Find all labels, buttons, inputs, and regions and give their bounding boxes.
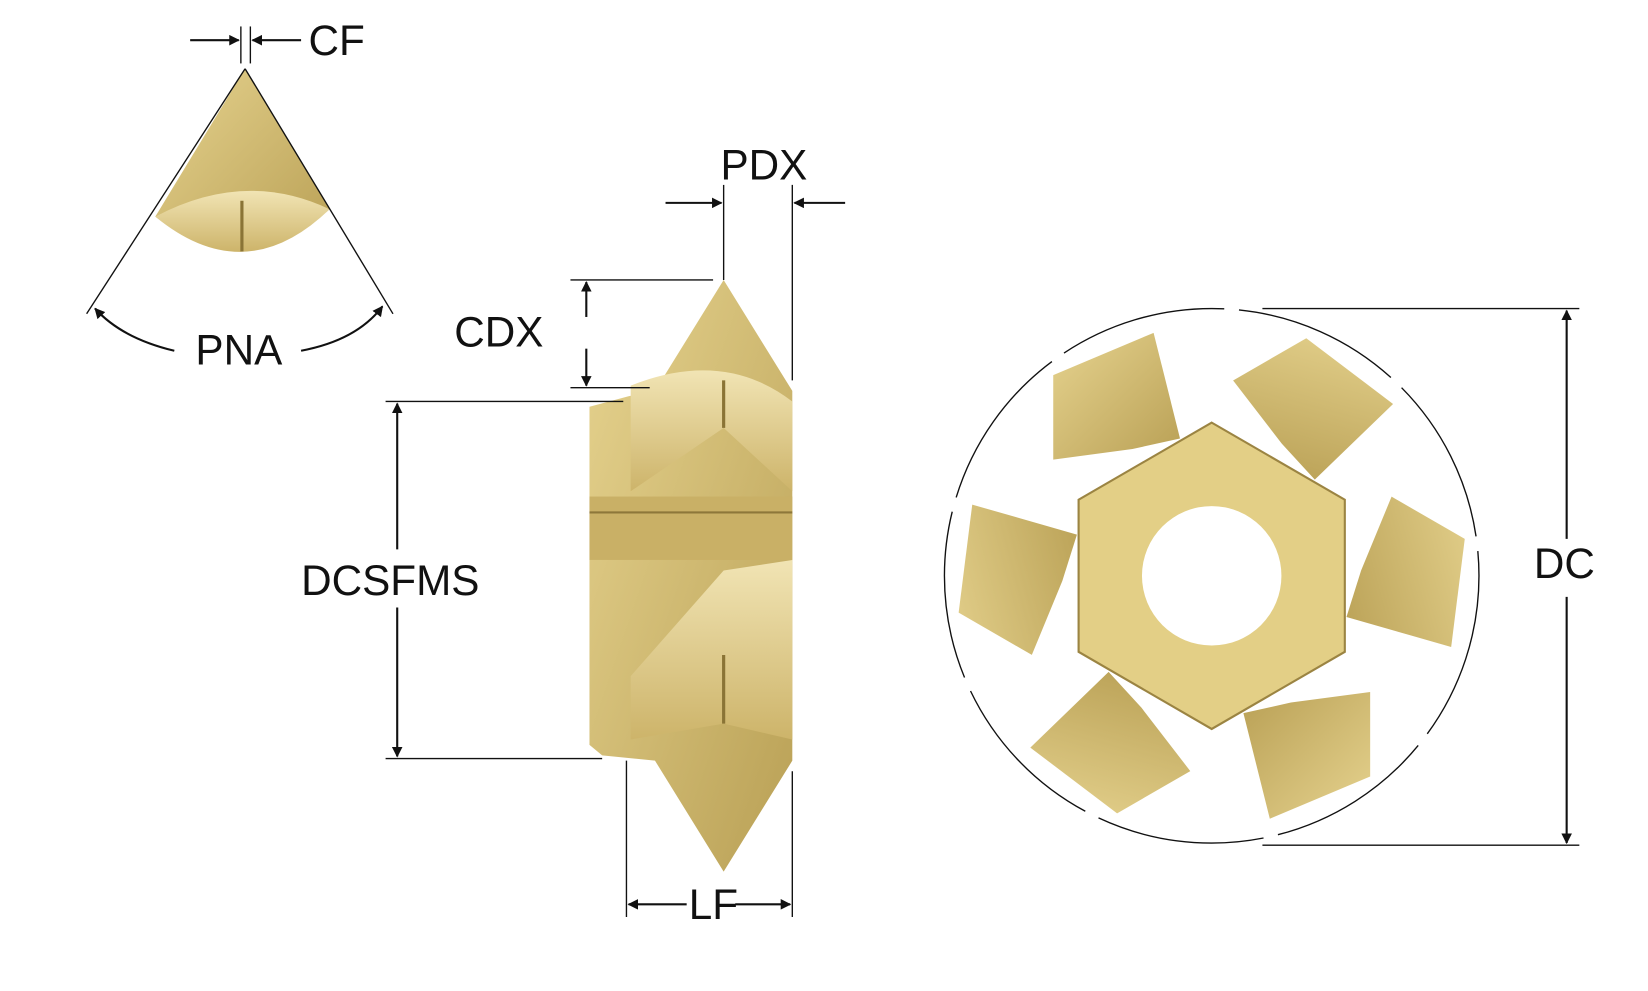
side-view: PDX CDX DCSFMS LF: [301, 142, 846, 928]
pna-arc-right: [300, 305, 384, 352]
center-bore: [1141, 506, 1282, 646]
dcsfms-label: DCSFMS: [301, 557, 479, 604]
dc-label: DC: [1534, 540, 1595, 587]
cutter-teeth: [922, 317, 1502, 835]
pna-arc-left: [94, 307, 175, 352]
pdx-label: PDX: [720, 142, 807, 189]
tip-detail-view: CF PNA: [86, 17, 394, 374]
lf-label: LF: [689, 881, 738, 928]
front-view: DC: [922, 307, 1595, 846]
cutting-diameter-circle: [943, 307, 1480, 844]
cf-label: CF: [308, 17, 364, 64]
cdx-label: CDX: [454, 309, 543, 356]
pna-label: PNA: [195, 327, 283, 374]
